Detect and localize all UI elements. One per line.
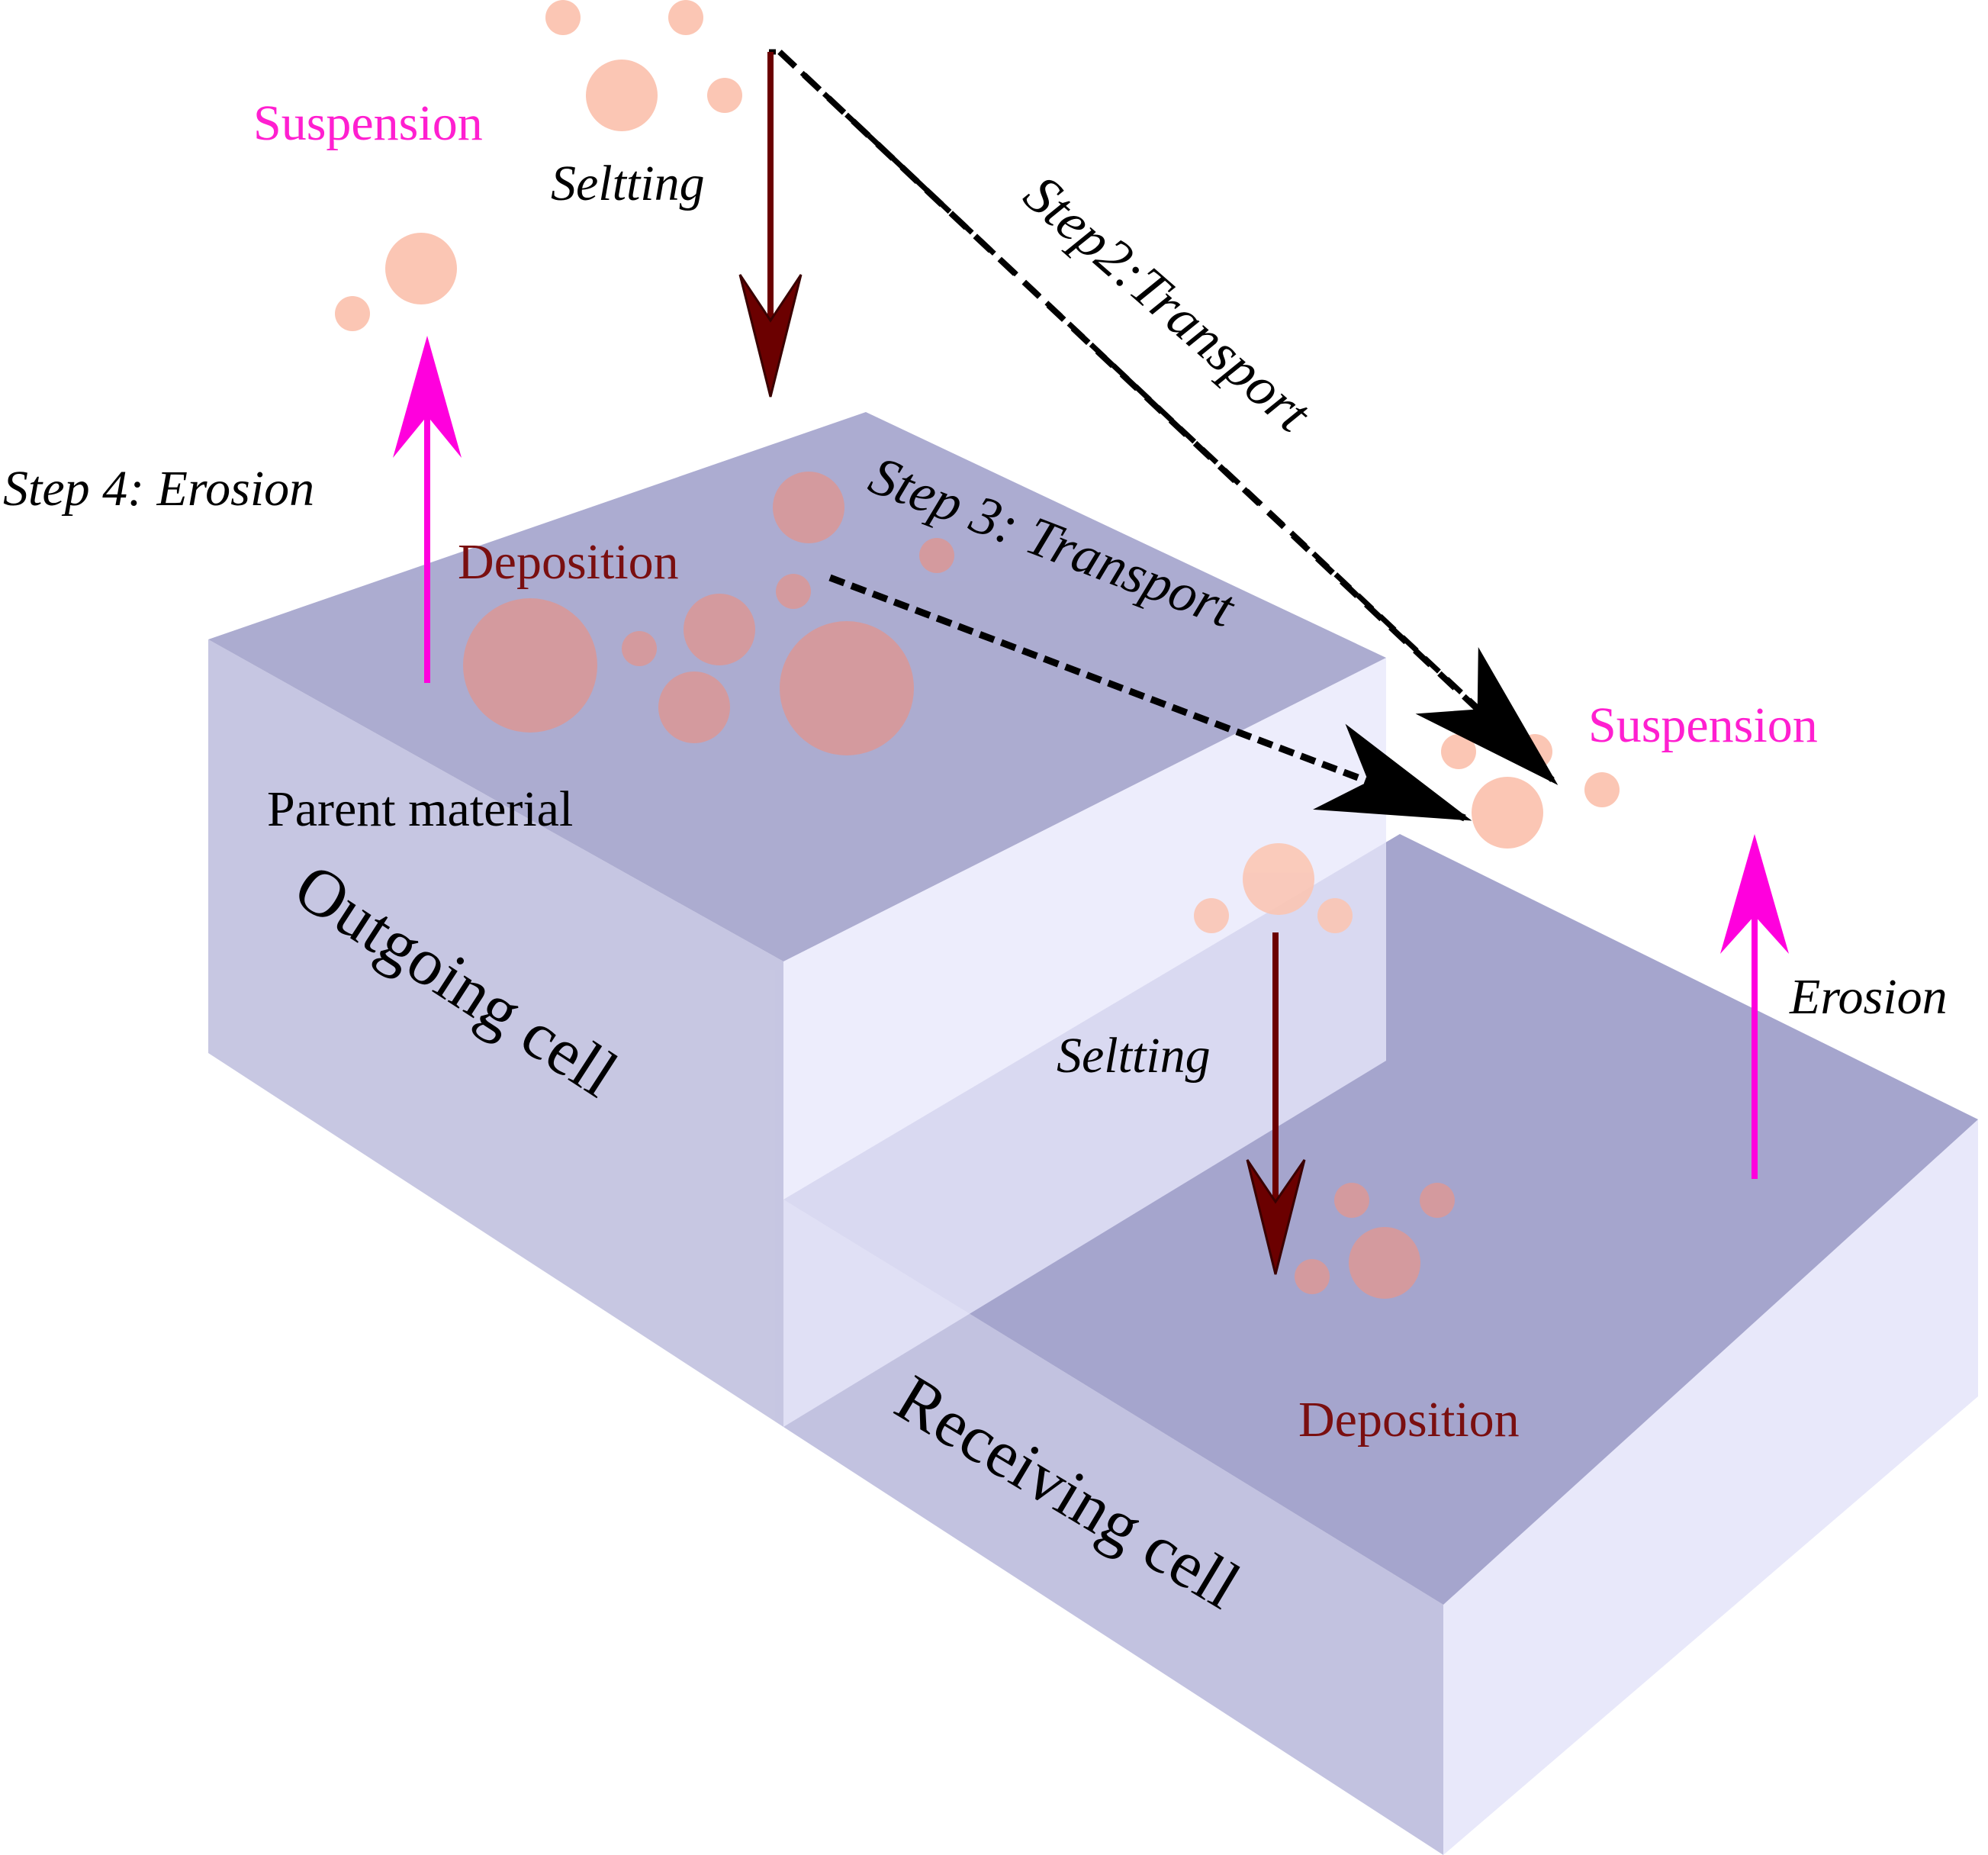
deposited-particles-outgoing [463,472,954,755]
settling-arrow-right [1246,932,1306,1275]
settling-label-right: Seltting [1057,1028,1211,1084]
particle [658,671,730,743]
particle [335,296,370,331]
deposition-label-top: Deposition [458,534,679,590]
deposited-particles-receiving [1295,1183,1455,1299]
particle [1334,1183,1369,1218]
particle [780,621,914,755]
receiving-cell-front-right [1443,1119,1978,1855]
particle [1317,898,1353,933]
particle [545,0,581,35]
outgoing-cell-front-right [783,658,1386,1427]
up-arrow-icon [1720,834,1789,954]
down-arrow-icon [738,274,803,398]
particle [463,598,597,733]
parent-material-label: Parent material [267,781,573,837]
particle [1472,777,1543,849]
settling-label-top: Seltting [551,156,705,211]
particle [1194,898,1229,933]
particle [586,60,658,131]
deposition-label-bottom: Deposition [1298,1392,1520,1448]
step2-transport-label: Step2:Transport [1013,163,1324,445]
erosion-arrow-left [393,336,462,683]
particle [919,538,954,573]
down-arrow-icon [1246,1159,1306,1275]
particle [707,78,742,113]
outgoing-cell-front-left [208,639,783,1427]
settling-arrow-top [738,52,803,398]
up-arrow-icon [393,336,462,458]
particle [776,574,811,609]
step4-erosion-label: Step 4: Erosion [3,461,314,517]
particle [385,233,457,304]
particle [1295,1259,1330,1294]
particle [1349,1227,1420,1299]
settling-particles-right [1194,843,1353,933]
suspension-label-top: Suspension [253,95,483,151]
particle [1584,772,1620,807]
particle [684,594,755,665]
particle [1243,843,1314,915]
suspension-label-right: Suspension [1588,697,1818,753]
particle [1420,1183,1455,1218]
particle [773,472,844,543]
suspended-particles-top [335,0,742,331]
erosion-label-right: Erosion [1789,969,1948,1025]
particle [668,0,703,35]
particle [1441,734,1476,769]
dashed-arrow-icon [777,50,1559,785]
receiving-cell-front-left [783,1200,1443,1855]
erosion-arrow-right [1720,834,1789,1179]
particle [622,631,657,666]
